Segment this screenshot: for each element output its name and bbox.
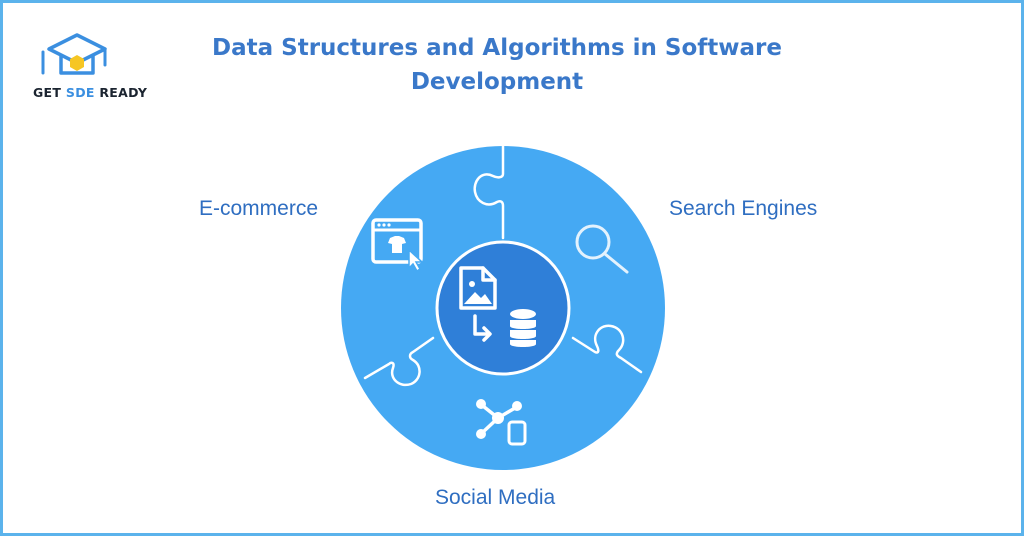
segment-label-search-engines: Search Engines <box>669 197 818 220</box>
magnifier-icon <box>575 224 629 274</box>
logo-text: GET SDE READY <box>33 85 148 100</box>
segment-label-social-media: Social Media <box>435 486 556 509</box>
puzzle-circle-diagram <box>341 144 665 470</box>
graduation-cap-logo-icon <box>41 33 107 75</box>
puzzle-seams <box>363 144 643 387</box>
image-to-database-icon <box>459 266 536 347</box>
page-title: Data Structures and Algorithms in Softwa… <box>212 35 782 95</box>
brand-logo: GET SDE READY <box>31 27 156 103</box>
network-share-icon <box>476 399 527 446</box>
online-shop-icon <box>371 218 424 273</box>
center-hub <box>435 240 571 376</box>
segment-label-ecommerce: E-commerce <box>199 197 319 220</box>
